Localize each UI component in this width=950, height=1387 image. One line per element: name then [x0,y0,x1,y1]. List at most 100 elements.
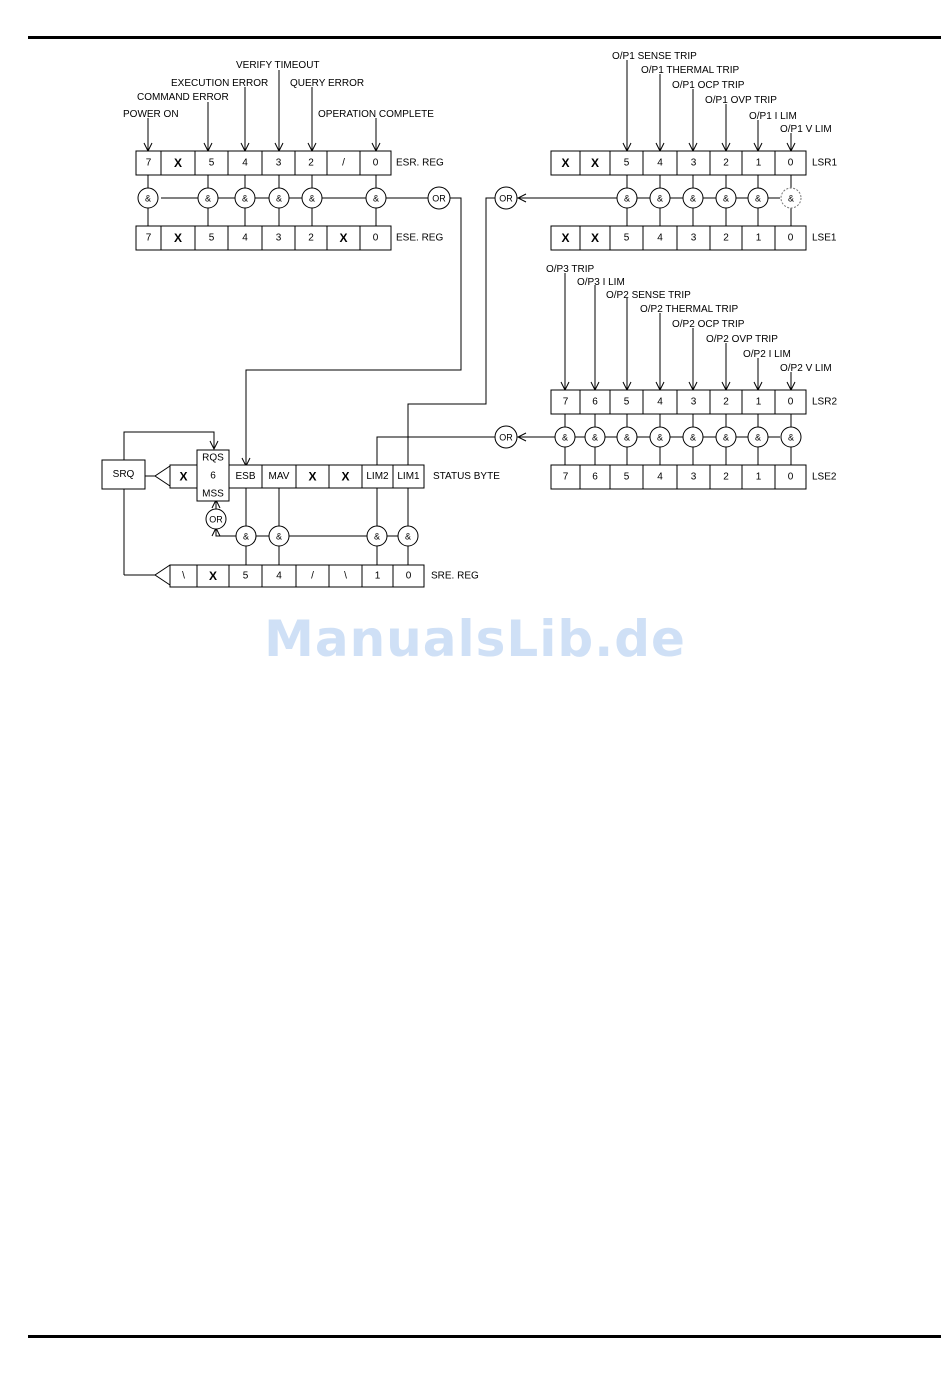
ese-bit-3: 4 [242,233,248,244]
lsr1-and-gate-circle [747,187,769,209]
sre-bit-6: 1 [375,571,381,582]
rqs-label: RQS [202,453,224,464]
ese-bit-4: 3 [276,233,282,244]
sre-and-gate-symbol: & [405,532,411,542]
esr_labels-label: VERIFY TIMEOUT [236,60,320,71]
esr-cell [326,150,361,176]
ese-cell [326,225,361,251]
sre-and-gate-circle [366,525,388,547]
lsr2-and-gate-circle [616,426,638,448]
lsr2-bit-6: 1 [756,397,762,408]
lsr1-cell [741,150,776,176]
rqs-mss-box [196,449,230,502]
sre-and-gate-circle [268,525,290,547]
lsr2-bit-2: 5 [624,397,630,408]
lsr2-bit-4: 3 [691,397,697,408]
lsr2-bit-3: 4 [657,397,663,408]
esr-bit-7: 0 [373,158,379,169]
lsr1-and-gate-symbol: & [690,194,696,204]
lse1-cell [741,225,776,251]
lse1-bit-7: 0 [788,233,794,244]
sre-cell [392,564,425,588]
mss-or-gate: OR [205,508,227,530]
lsr2-bit-5: 2 [723,397,729,408]
ese-cell [227,225,263,251]
lsr1-cell [676,150,711,176]
lsr1-and-gate: & [747,187,769,209]
lsr1-bit-3: 4 [657,158,663,169]
lse1-bit-0: X [561,231,569,245]
esr-bit-5: 2 [308,158,314,169]
lsr1-bit-7: 0 [788,158,794,169]
lsr2-and-gate: & [715,426,737,448]
esr_labels-label: QUERY ERROR [290,78,364,89]
esr-and-gate: & [137,187,159,209]
lse2-cell [609,464,644,490]
sre-and-gate-circle [235,525,257,547]
esr-cell [359,150,392,176]
sre-bit-4: / [311,571,314,582]
sre-bit-3: 4 [276,571,282,582]
esr-bit-3: 4 [242,158,248,169]
lsr2-cell [741,389,776,415]
esr-and-gate: & [365,187,387,209]
esr-bit-2: 5 [209,158,215,169]
lsr2-and-gate: & [682,426,704,448]
sre-fork [154,564,171,586]
ese-name: ESE. REG [396,233,443,244]
lsr1-and-gate-symbol: & [755,194,761,204]
esr-and-gate: & [301,187,323,209]
esr-and-gate-symbol: & [205,194,211,204]
lsr1-and-gate-circle [780,187,802,209]
lsr2-and-gate-symbol: & [755,433,761,443]
logic-gates: &&&&&&OR&&&&&&OR&&&&&&&&OR&&&&OR [137,186,802,547]
sre-bit-1: X [209,569,217,583]
esr-cell [261,150,296,176]
esr-and-gate-circle [137,187,159,209]
mss-label: MSS [202,489,224,500]
lsr2-cell [609,389,644,415]
status_byte-bit-3: MAV [269,471,290,482]
sre-and-gate-symbol: & [374,532,380,542]
lsr1-bit-0: X [561,156,569,170]
lse1-bit-1: X [591,231,599,245]
lsr1-cell [609,150,644,176]
sre-bit-0: \ [182,571,185,582]
lsr1-or-gate-symbol: OR [499,194,513,204]
lsr1-bit-1: X [591,156,599,170]
ese-bit-0: 7 [146,233,152,244]
status_byte-bit-2: ESB [235,471,255,482]
esr-cell [227,150,263,176]
lsr1-and-gate: & [649,187,671,209]
lse2-bit-0: 7 [563,472,569,483]
lsr2-bit-7: 0 [788,397,794,408]
esr-bit-6: / [342,158,345,169]
lsr2-bit-1: 6 [592,397,598,408]
lsr1_labels-label: O/P1 V LIM [780,124,832,135]
lsr1-and-gate-circle [616,187,638,209]
lsr1_labels-label: O/P1 I LIM [749,111,797,122]
lse1-bit-5: 2 [723,233,729,244]
lsr2_labels-label: O/P2 I LIM [743,349,791,360]
lse2-cell [709,464,743,490]
ese-bit-1: X [174,231,182,245]
esr_labels-label: EXECUTION ERROR [171,78,268,89]
esb-summary-wire [246,197,462,466]
lsr2-and-gate-circle [649,426,671,448]
lsr1-cell [579,150,611,176]
sre-and-gate-symbol: & [276,532,282,542]
lse2-bit-6: 1 [756,472,762,483]
sb-fork [154,465,171,487]
lse1-name: LSE1 [812,233,837,244]
esr-or-gate-circle [427,186,451,210]
lsr1-and-gate-symbol: & [657,194,663,204]
lsr1_labels-label: O/P1 THERMAL TRIP [641,65,740,76]
lsr1-bit-4: 3 [691,158,697,169]
status_byte-cell [392,464,425,489]
